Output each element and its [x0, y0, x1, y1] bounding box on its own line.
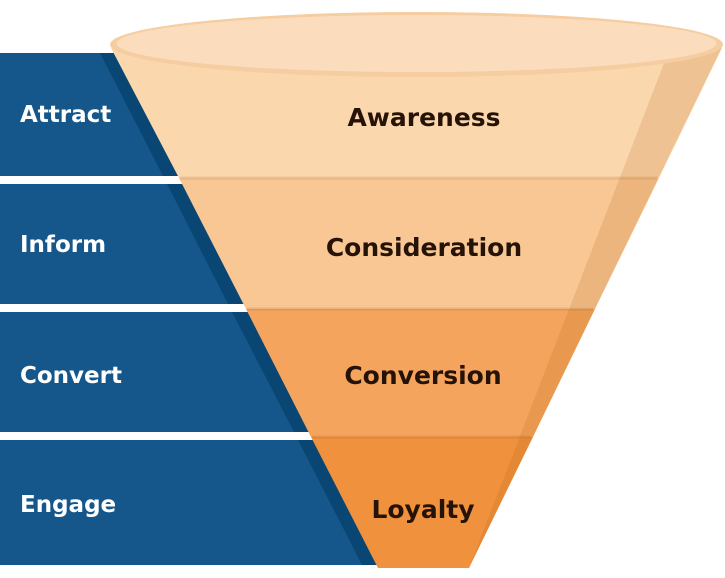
funnel-stage-divider — [180, 176, 657, 180]
funnel-label-consideration: Consideration — [326, 233, 522, 262]
funnel-stage-consideration — [179, 178, 659, 309]
journey-band-convert — [0, 312, 294, 432]
funnel-stage-divider — [247, 307, 593, 311]
funnel-top-ellipse — [116, 15, 717, 72]
funnel-stage-awareness — [111, 48, 722, 178]
funnel-label-loyalty: Loyalty — [371, 495, 474, 524]
journey-label-engage: Engage — [20, 492, 116, 518]
journey-label-inform: Inform — [20, 232, 106, 258]
funnel-stage-loyalty — [311, 437, 533, 568]
funnel-side-shading — [469, 47, 722, 568]
funnel-label-conversion: Conversion — [344, 361, 501, 390]
funnel-label-awareness: Awareness — [347, 103, 500, 132]
journey-band-attract — [0, 53, 163, 176]
journey-label-attract: Attract — [20, 102, 111, 128]
funnel-stage-divider — [312, 435, 531, 439]
funnel-stage-conversion — [246, 309, 595, 437]
journey-band-engage — [0, 440, 362, 565]
journey-band-inform — [0, 184, 228, 304]
journey-label-convert: Convert — [20, 363, 122, 389]
